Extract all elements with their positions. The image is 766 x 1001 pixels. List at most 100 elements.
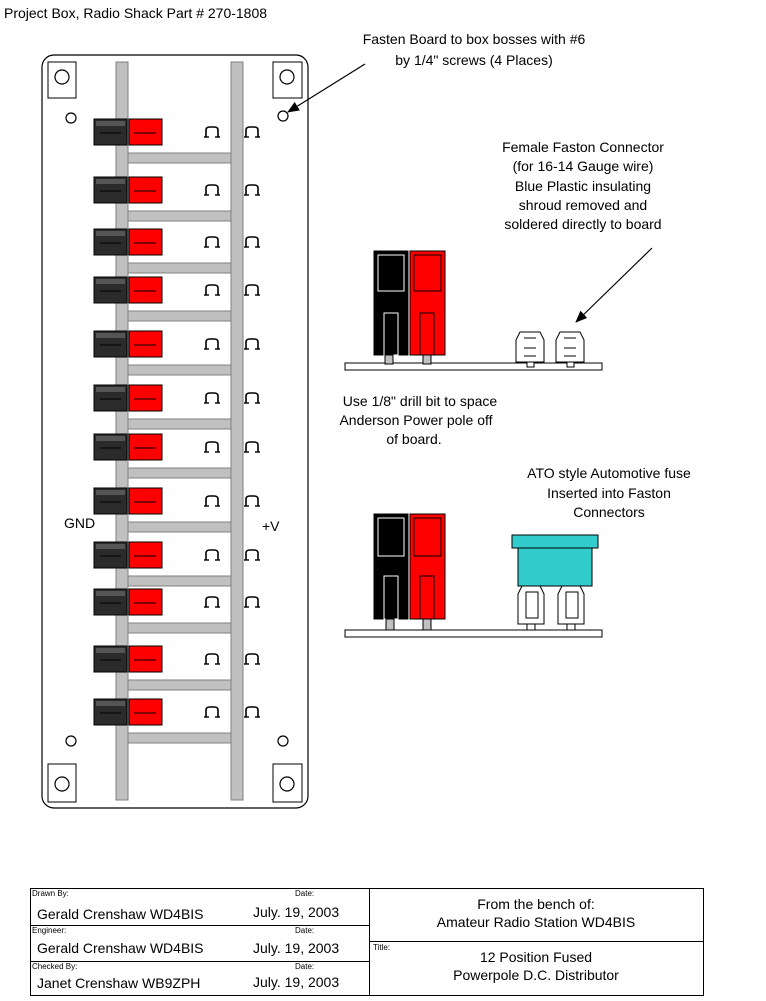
black-powerpole-top-4: [96, 279, 125, 284]
fuse-note-line-2: Inserted into Faston: [547, 485, 671, 501]
screw-note: Fasten Board to box bosses with #6 by 1/…: [287, 31, 585, 113]
from-line-1: From the bench of:: [477, 896, 595, 912]
trace-4: [127, 310, 232, 322]
title-block: Drawn By: Gerald Crenshaw WD4BIS Date: J…: [30, 888, 704, 996]
side-view-board-2: [344, 629, 603, 638]
faston-left-10: [205, 596, 219, 607]
faston-right-8: [245, 495, 259, 506]
faston-left-6: [205, 392, 219, 403]
red-powerpole-6: [128, 384, 163, 412]
black-powerpole-top-7: [96, 436, 125, 441]
fuse-note-line-1: ATO style Automotive fuse: [527, 465, 691, 481]
fuse-note: ATO style Automotive fuse Inserted into …: [527, 465, 691, 520]
mounting-hole-bottom-left: [65, 735, 77, 747]
faston-note-line-2: (for 16-14 Gauge wire): [513, 158, 654, 174]
vplus-bus-rail: [230, 61, 244, 801]
corner-boss-top-right: [272, 61, 303, 99]
project-board: [41, 54, 309, 809]
faston-note-line-4: shroud removed and: [519, 197, 647, 213]
faston-right-7: [245, 441, 259, 452]
faston-left-2: [205, 184, 219, 195]
faston-left-7: [205, 441, 219, 452]
gnd-label: GND: [64, 515, 95, 531]
faston-left-4: [205, 284, 219, 295]
position-5: [93, 330, 260, 376]
faston-note-line-1: Female Faston Connector: [502, 139, 664, 155]
faston-right-3: [245, 236, 259, 247]
black-powerpole-top-11: [96, 648, 125, 653]
trace-6: [127, 418, 232, 430]
drawn-by-value: Gerald Crenshaw WD4BIS: [37, 906, 204, 922]
position-7: [93, 433, 260, 479]
distributor-positions: [93, 118, 260, 744]
corner-boss-top-left: [47, 61, 77, 99]
position-9: [93, 541, 260, 587]
faston-left-5: [205, 338, 219, 349]
faston-right-2: [245, 184, 259, 195]
date-label-3: Date:: [295, 962, 315, 971]
side-view-red-powerpole: [409, 250, 446, 365]
position-8: [93, 487, 260, 533]
position-4: [93, 276, 260, 322]
trace-7: [127, 467, 232, 479]
faston-right-6: [245, 392, 259, 403]
fuse-note-line-3: Connectors: [573, 504, 645, 520]
drill-note-line-2: Anderson Power pole off: [339, 412, 492, 428]
corner-boss-bottom-left: [47, 763, 77, 803]
drill-note: Use 1/8" drill bit to space Anderson Pow…: [339, 393, 497, 447]
black-powerpole-top-1: [96, 121, 125, 126]
faston-left-8: [205, 495, 219, 506]
trace-8: [127, 521, 232, 533]
black-powerpole-top-5: [96, 333, 125, 338]
red-powerpole-10: [128, 588, 163, 616]
trace-12: [127, 732, 232, 744]
red-powerpole-9: [128, 541, 163, 569]
position-1: [93, 118, 260, 164]
trace-3: [127, 262, 232, 274]
faston-left-9: [205, 549, 219, 560]
faston-left-12: [205, 706, 219, 717]
title-line-2: Powerpole D.C. Distributor: [453, 967, 619, 983]
fuse-faston-left: [517, 585, 545, 631]
date-value-2: July. 19, 2003: [253, 940, 340, 956]
faston-left-1: [205, 126, 219, 137]
red-powerpole-1: [128, 118, 163, 146]
date-value-1: July. 19, 2003: [253, 904, 340, 920]
fuse-faston-right: [557, 585, 585, 631]
red-powerpole-5: [128, 330, 163, 358]
position-10: [93, 588, 260, 634]
mounting-hole-top-right: [277, 110, 289, 122]
date-label-1: Date:: [295, 889, 315, 898]
faston-note-arrow: [575, 247, 653, 323]
trace-5: [127, 364, 232, 376]
side-view-faston-left: [515, 331, 545, 368]
faston-note: Female Faston Connector (for 16-14 Gauge…: [502, 139, 664, 323]
faston-right-4: [245, 284, 259, 295]
drill-note-line-3: of board.: [386, 431, 441, 447]
red-powerpole-2: [128, 176, 163, 204]
position-12: [93, 698, 260, 744]
page-title: Project Box, Radio Shack Part # 270-1808: [4, 5, 267, 21]
black-powerpole-top-9: [96, 544, 125, 549]
title-line-1: 12 Position Fused: [479, 949, 593, 965]
engineer-label: Engineer:: [32, 926, 67, 935]
ato-fuse: [511, 534, 599, 587]
faston-right-10: [245, 596, 259, 607]
screw-note-line-2: by 1/4" screws (4 Places): [395, 52, 552, 68]
date-value-3: July. 19, 2003: [253, 974, 340, 990]
drill-note-line-1: Use 1/8" drill bit to space: [343, 393, 498, 409]
black-powerpole-top-8: [96, 490, 125, 495]
red-powerpole-3: [128, 228, 163, 256]
red-powerpole-8: [128, 487, 163, 515]
trace-1: [127, 152, 232, 164]
title-label: Title:: [373, 943, 391, 952]
faston-right-11: [245, 653, 259, 664]
faston-note-line-3: Blue Plastic insulating: [515, 178, 651, 194]
position-3: [93, 228, 260, 274]
trace-2: [127, 210, 232, 222]
trace-9: [127, 575, 232, 587]
gnd-bus-rail: [115, 61, 129, 801]
faston-right-1: [245, 126, 259, 137]
faston-right-12: [245, 706, 259, 717]
